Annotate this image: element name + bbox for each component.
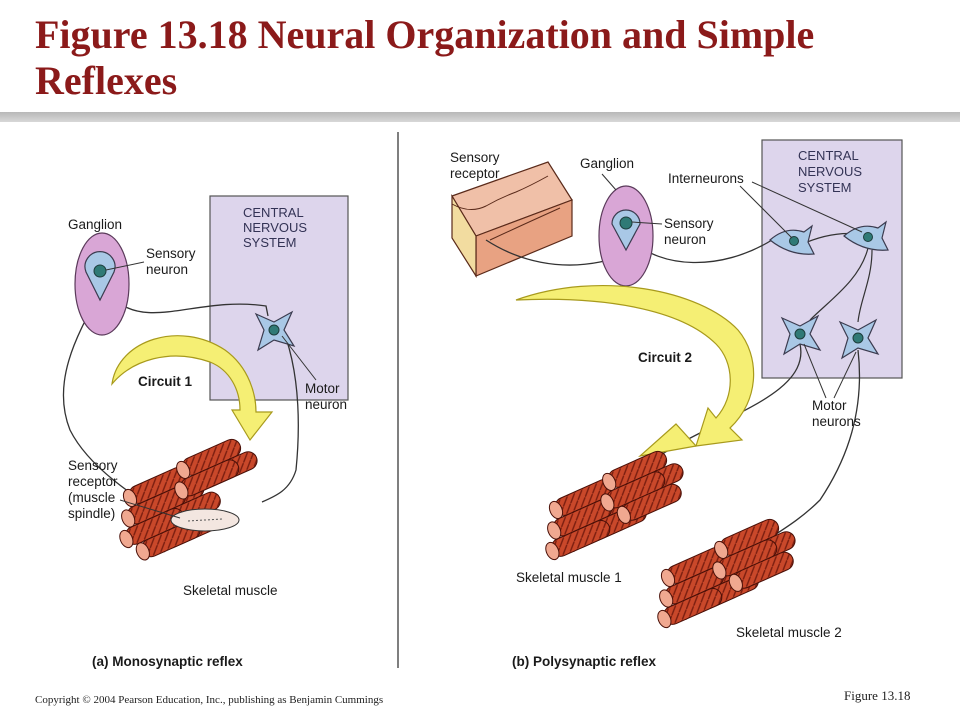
motor-axon-a <box>261 337 299 503</box>
interneurons-label: Interneurons <box>668 171 744 186</box>
circuit-2-arrow <box>515 285 755 447</box>
figure-reference: Figure 13.18 <box>844 688 911 703</box>
motor-neurons-label: Motor neurons <box>812 398 861 429</box>
panel-b-polysynaptic: CENTRAL NERVOUS SYSTEM <box>450 139 903 669</box>
circuit-1-label: Circuit 1 <box>138 374 193 389</box>
ganglion-label-a: Ganglion <box>68 217 122 232</box>
sensory-neuron-label-b: Sensory neuron <box>664 216 717 247</box>
circuit-1-arrow <box>111 335 274 442</box>
skeletal-muscle-2-label: Skeletal muscle 2 <box>736 625 842 640</box>
sensory-neuron-cell-b <box>611 209 641 252</box>
slide-title: Figure 13.18 Neural Organization and Sim… <box>35 12 815 103</box>
sensory-receptor-label-b: Sensory receptor <box>450 150 503 181</box>
motor-neuron-label-a: Motor neuron <box>305 381 347 412</box>
title-divider <box>0 112 960 122</box>
skeletal-muscle-label-a: Skeletal muscle <box>183 583 278 598</box>
skeletal-muscle-a <box>116 436 261 563</box>
cns-label-b: CENTRAL NERVOUS SYSTEM <box>798 148 866 195</box>
sensory-neuron-nucleus-a <box>93 264 107 278</box>
sensory-neuron-label-a: Sensory neuron <box>146 246 199 277</box>
copyright-notice: Copyright © 2004 Pearson Education, Inc.… <box>35 694 384 706</box>
circuit-2-label: Circuit 2 <box>638 350 692 365</box>
cns-label-a: CENTRAL NERVOUS SYSTEM <box>243 205 311 250</box>
skin-block <box>451 161 573 279</box>
caption-b: (b) Polysynaptic reflex <box>512 654 657 669</box>
caption-a: (a) Monosynaptic reflex <box>92 654 243 669</box>
panel-a-monosynaptic: CENTRAL NERVOUS SYSTEM <box>62 195 349 669</box>
ganglion-label-b: Ganglion <box>580 156 634 171</box>
motor-axon-b1 <box>639 343 802 471</box>
sensory-axon-to-cns-a <box>114 299 269 317</box>
skeletal-muscle-1 <box>542 448 687 563</box>
sensory-neuron-nucleus-b <box>619 216 633 230</box>
cns-box-b <box>761 139 903 379</box>
sensory-receptor-label-a: Sensory receptor (muscle spindle) <box>68 458 121 521</box>
skeletal-muscle-1-label: Skeletal muscle 1 <box>516 570 622 585</box>
